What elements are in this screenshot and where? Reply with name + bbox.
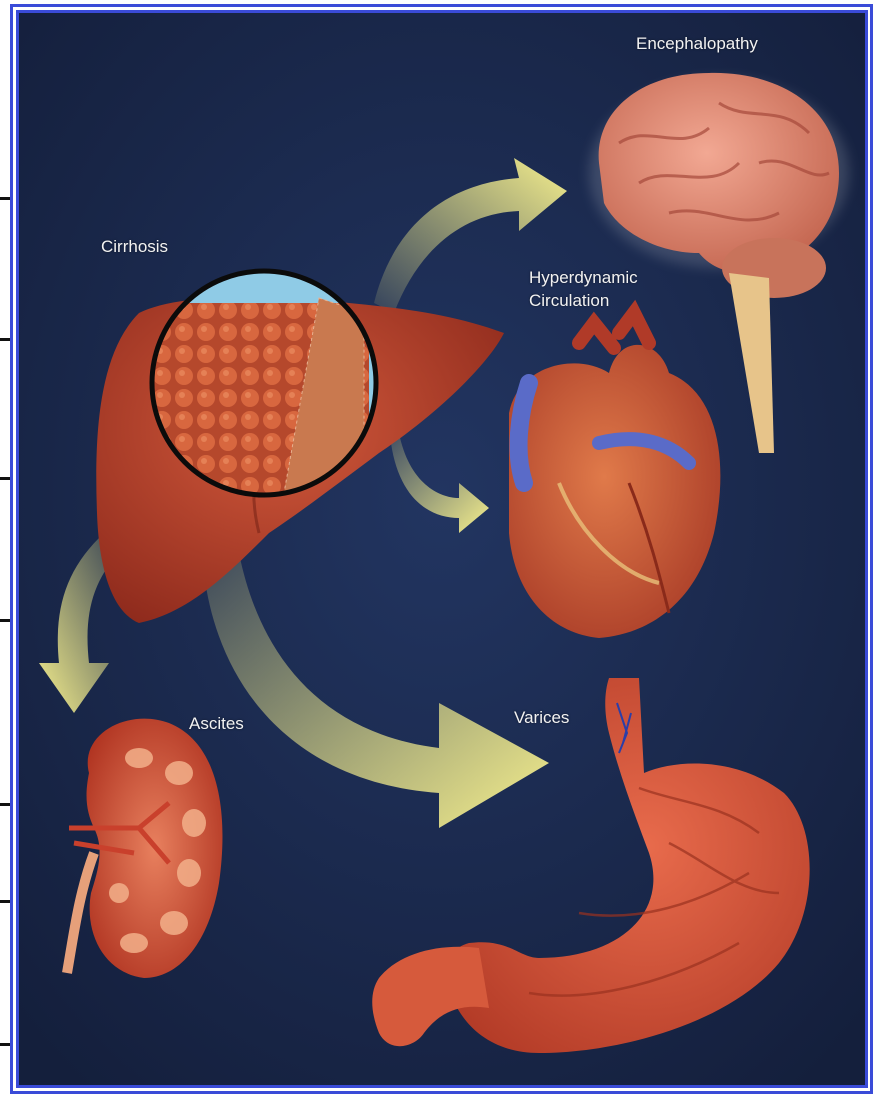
label-encephalopathy: Encephalopathy [636, 33, 758, 55]
label-ascites: Ascites [189, 713, 244, 735]
label-circulation: Circulation [529, 290, 609, 312]
cirrhosis-diagram [19, 13, 865, 1085]
illustration-panel: Encephalopathy Cirrhosis Hyperdynamic Ci… [16, 10, 868, 1088]
label-hyperdynamic: Hyperdynamic [529, 267, 638, 289]
label-cirrhosis: Cirrhosis [101, 236, 168, 258]
label-varices: Varices [514, 707, 569, 729]
